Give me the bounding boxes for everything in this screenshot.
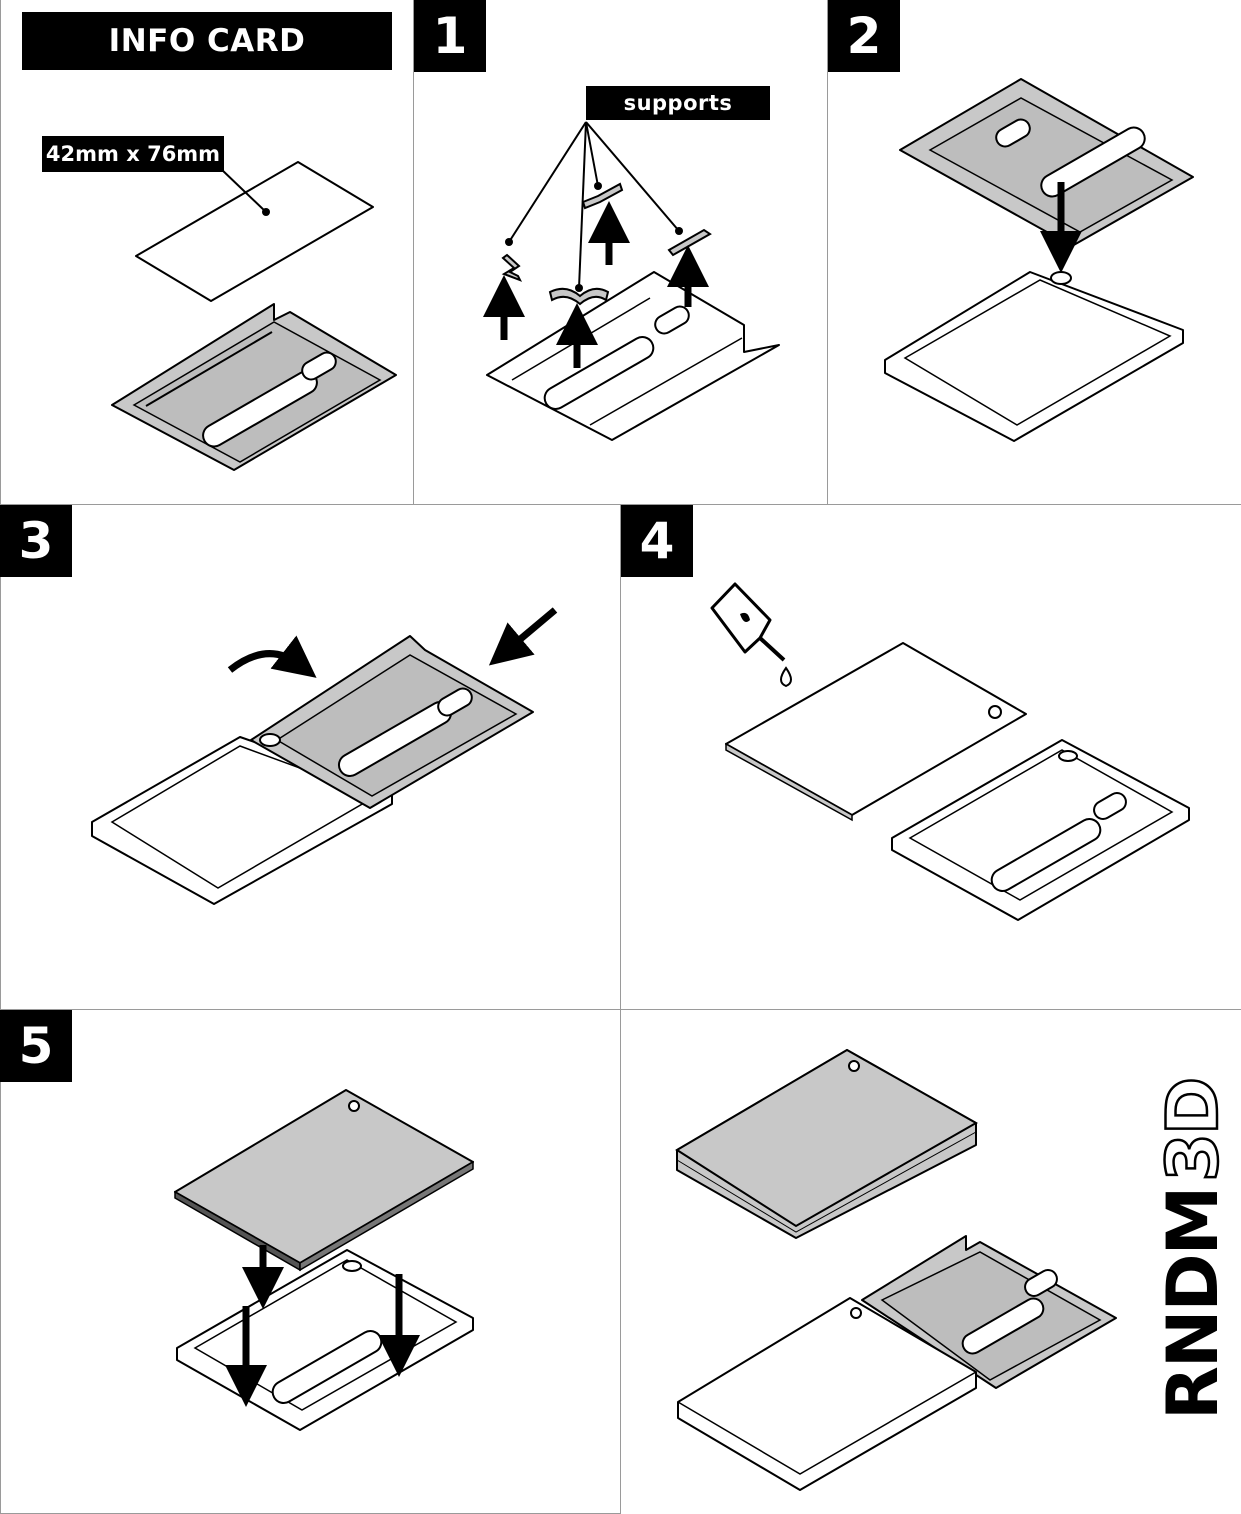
step5-lid-gray	[174, 1089, 474, 1272]
step1-support-callouts	[505, 121, 683, 292]
info-card-title: INFO CARD	[22, 12, 392, 70]
curved-arrow-icon	[227, 635, 317, 678]
step-number-4: 4	[621, 505, 693, 577]
step-number-1: 1	[414, 0, 486, 72]
holder-base-gray	[111, 303, 397, 471]
step5-holder	[176, 1249, 474, 1431]
step-number-5: 5	[0, 1010, 72, 1082]
step4-lid-underside	[725, 642, 1027, 822]
arrow-down-left-icon	[488, 607, 558, 666]
step1-holder	[486, 271, 780, 441]
step-number-3: 3	[0, 505, 72, 577]
step-number-2: 2	[828, 0, 900, 72]
divider-left-edge	[0, 0, 1, 1514]
step4-holder	[891, 739, 1190, 921]
brand-logo-solid: RNDM	[1152, 1187, 1234, 1420]
arrow-up-icon	[483, 201, 709, 368]
card-dimension-label: 42mm x 76mm	[42, 136, 224, 172]
info-card-illustration	[135, 161, 374, 302]
step2-insert-gray	[899, 78, 1194, 247]
step3-insert-gray	[250, 635, 534, 809]
divider-row2	[0, 1009, 1241, 1010]
final-sleeve	[677, 1297, 977, 1491]
step2-frame	[884, 271, 1184, 442]
brand-logo-outline: 3D	[1151, 1078, 1236, 1183]
final-holder-gray	[861, 1235, 1117, 1389]
glue-bottle-icon	[710, 582, 792, 688]
final-lid-stack	[675, 1048, 979, 1239]
divider-top-right-vertical	[827, 0, 828, 504]
supports-callout-label: supports	[586, 86, 770, 120]
arrow-down-icon	[225, 1245, 420, 1407]
divider-top-left-vertical	[413, 0, 414, 504]
